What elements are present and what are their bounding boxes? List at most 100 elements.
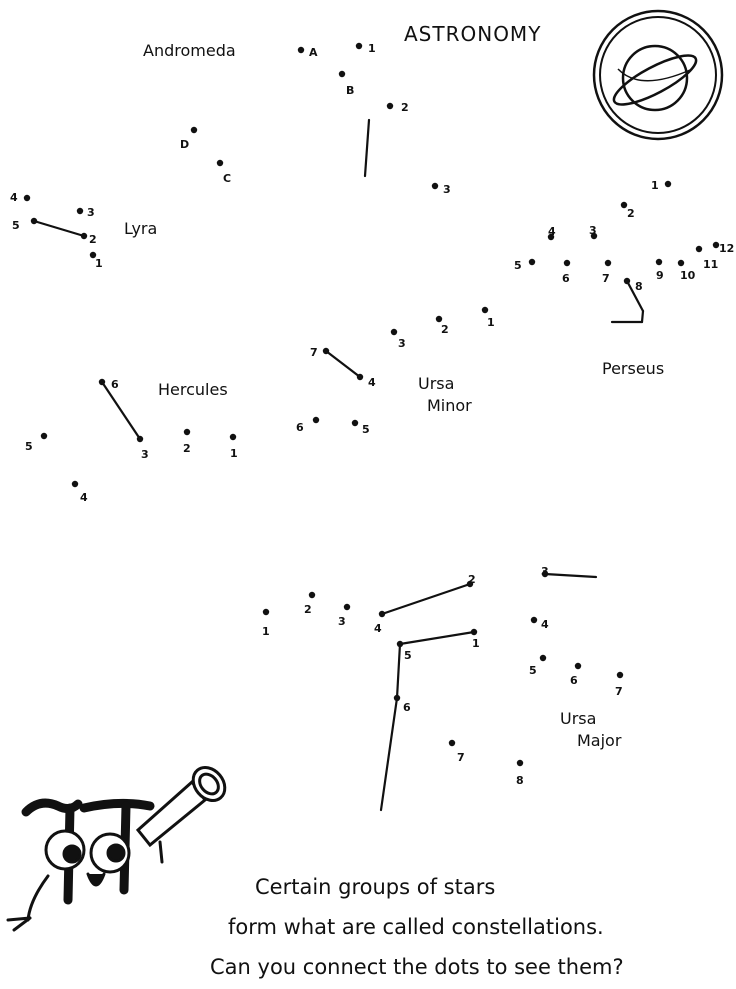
ursa-major-dot-6[interactable] [574, 662, 582, 670]
ursa-minor-dot-label: 1 [487, 316, 495, 329]
lyra-dot-label: 4 [10, 191, 18, 204]
perseus-dot-3[interactable] [590, 232, 598, 240]
planet-icon [592, 9, 724, 141]
perseus-dot-label: 7 [602, 272, 610, 285]
hercules-dot-4[interactable] [71, 480, 79, 488]
perseus-dot-label: 12 [719, 242, 734, 255]
ursa-major-dot-label: 7 [615, 685, 623, 698]
ursa-major-dot-4[interactable] [530, 616, 538, 624]
lyra-dot-2[interactable] [80, 232, 88, 240]
ursa-major-dot-label: 6 [403, 701, 411, 714]
perseus-dot-label: 1 [651, 179, 659, 192]
ursa-major-dot-label: 7 [457, 751, 465, 764]
ursa-minor-segment [324, 349, 362, 379]
ursa-major-dot-label: 2 [304, 603, 312, 616]
andromeda-dot-label: 1 [368, 42, 376, 55]
ursa-major-dot-2[interactable] [466, 580, 474, 588]
perseus-dot-label: 5 [514, 259, 522, 272]
ursa-major-dot-label: 3 [541, 565, 549, 578]
andromeda-dot-b[interactable] [338, 70, 346, 78]
perseus-dot-12[interactable] [712, 241, 720, 249]
hercules-dot-label: 2 [183, 442, 191, 455]
lyra-dot-1[interactable] [89, 251, 97, 259]
perseus-dot-9[interactable] [655, 258, 663, 266]
ursa-major-dot-8[interactable] [516, 759, 524, 767]
ursa-major-dot-2[interactable] [308, 591, 316, 599]
ursa-major-label-line1: Ursa [560, 709, 596, 728]
telescope-character-icon [6, 766, 227, 932]
hercules-label: Hercules [158, 380, 228, 399]
andromeda-dot-c[interactable] [216, 159, 224, 167]
ursa-major-segment-b [543, 572, 598, 579]
lyra-dot-label: 5 [12, 219, 20, 232]
hercules-segment [100, 380, 142, 441]
perseus-dot-5[interactable] [528, 258, 536, 266]
ursa-minor-dot-4[interactable] [356, 373, 364, 381]
ursa-minor-label-line1: Ursa [418, 374, 454, 393]
caption-line-2: form what are called constellations. [228, 915, 604, 939]
hercules-dot-5[interactable] [40, 432, 48, 440]
perseus-dot-8[interactable] [623, 277, 631, 285]
perseus-dot-1[interactable] [664, 180, 672, 188]
hercules-dot-3[interactable] [136, 435, 144, 443]
ursa-minor-dot-3[interactable] [390, 328, 398, 336]
ursa-minor-label-line2: Minor [427, 396, 472, 415]
ursa-major-dot-label: 8 [516, 774, 524, 787]
ursa-minor-dot-6[interactable] [312, 416, 320, 424]
perseus-dot-10[interactable] [677, 259, 685, 267]
perseus-dot-11[interactable] [695, 245, 703, 253]
ursa-major-dot-7[interactable] [616, 671, 624, 679]
hercules-dot-1[interactable] [229, 433, 237, 441]
lyra-dot-5[interactable] [30, 217, 38, 225]
perseus-dot-label: 9 [656, 269, 664, 282]
ursa-minor-dot-2[interactable] [435, 315, 443, 323]
ursa-minor-dot-1[interactable] [481, 306, 489, 314]
ursa-major-dot-1[interactable] [262, 608, 270, 616]
ursa-major-dot-label: 1 [472, 637, 480, 650]
ursa-major-dot-4[interactable] [378, 610, 386, 618]
ursa-major-dot-1[interactable] [470, 628, 478, 636]
ursa-major-dot-label: 4 [541, 618, 549, 631]
ursa-minor-dot-label: 2 [441, 323, 449, 336]
lyra-dot-4[interactable] [23, 194, 31, 202]
andromeda-dot-d[interactable] [190, 126, 198, 134]
ursa-major-dot-5[interactable] [396, 640, 404, 648]
ursa-minor-dot-label: 6 [296, 421, 304, 434]
ursa-major-dot-6[interactable] [393, 694, 401, 702]
andromeda-dot-2[interactable] [386, 102, 394, 110]
hercules-dot-6[interactable] [98, 378, 106, 386]
hercules-dot-label: 6 [111, 378, 119, 391]
perseus-dot-6[interactable] [563, 259, 571, 267]
lyra-dot-label: 3 [87, 206, 95, 219]
perseus-dot-7[interactable] [604, 259, 612, 267]
ursa-major-dot-5[interactable] [539, 654, 547, 662]
perseus-segment-b [640, 309, 645, 324]
ursa-major-dot-3[interactable] [541, 570, 549, 578]
lyra-label: Lyra [124, 219, 157, 238]
lyra-dot-label: 2 [89, 233, 97, 246]
ursa-minor-dot-5[interactable] [351, 419, 359, 427]
hercules-dot-label: 3 [141, 448, 149, 461]
hercules-dot-2[interactable] [183, 428, 191, 436]
lyra-dot-3[interactable] [76, 207, 84, 215]
perseus-dot-2[interactable] [620, 201, 628, 209]
perseus-dot-4[interactable] [547, 233, 555, 241]
andromeda-dot-1[interactable] [355, 42, 363, 50]
hercules-dot-label: 1 [230, 447, 238, 460]
ursa-minor-dot-7[interactable] [322, 347, 330, 355]
ursa-major-segment-a [380, 582, 472, 616]
andromeda-dot-a[interactable] [297, 46, 305, 54]
andromeda-segment [363, 118, 371, 178]
andromeda-dot-label: B [346, 84, 354, 97]
andromeda-dot-3[interactable] [431, 182, 439, 190]
perseus-dot-label: 8 [635, 280, 643, 293]
perseus-dot-label: 3 [589, 224, 597, 237]
andromeda-dot-label: 3 [443, 183, 451, 196]
ursa-major-label-line2: Major [577, 731, 622, 750]
ursa-major-dot-label: 5 [404, 649, 412, 662]
ursa-major-dot-7[interactable] [448, 739, 456, 747]
andromeda-dot-label: C [223, 172, 231, 185]
ursa-major-dot-label: 4 [374, 622, 382, 635]
ursa-major-dot-3[interactable] [343, 603, 351, 611]
